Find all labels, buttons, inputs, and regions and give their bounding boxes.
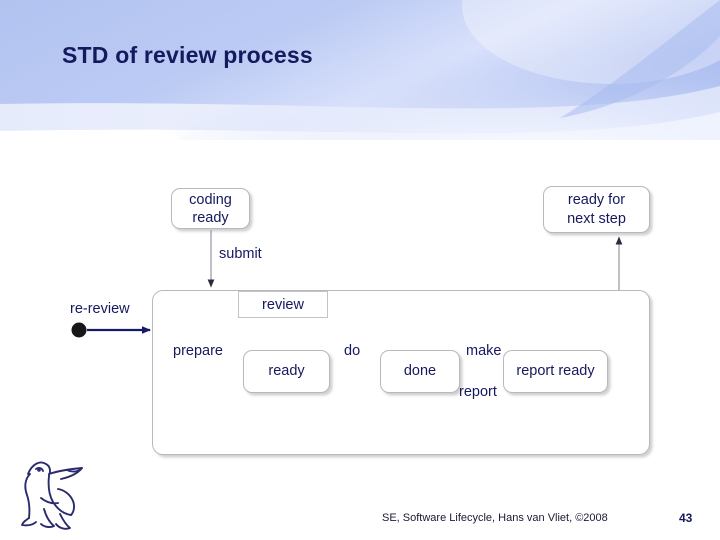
transition-label-make: make xyxy=(466,343,502,359)
state-done-label: done xyxy=(403,363,437,379)
transition-label-do: do xyxy=(344,343,361,359)
state-coding-ready-line1: coding xyxy=(189,191,232,208)
state-done[interactable]: done xyxy=(380,350,460,393)
vu-griffin-logo xyxy=(8,452,100,534)
page-title: STD of review process xyxy=(62,42,313,68)
composite-state-review-label-box: review xyxy=(238,291,328,318)
transition-label-report: report xyxy=(459,384,497,400)
state-report-ready-label: report ready xyxy=(516,363,595,379)
composite-state-review-label: review xyxy=(262,296,304,313)
state-ready-for-next-step[interactable]: ready for next step xyxy=(543,186,650,233)
state-coding-ready-line2: ready xyxy=(192,209,229,226)
state-report-ready[interactable]: report ready xyxy=(503,350,608,393)
footer-credit: SE, Software Lifecycle, Hans van Vliet, … xyxy=(382,512,608,524)
state-ready-label: ready xyxy=(268,363,305,379)
initial-state-outer-dot xyxy=(71,322,87,338)
slide-header-banner xyxy=(0,0,720,140)
page-number: 43 xyxy=(679,511,693,525)
state-coding-ready[interactable]: coding ready xyxy=(171,188,250,229)
state-ready-for-next-step-line2: next step xyxy=(567,210,626,227)
transition-label-prepare: prepare xyxy=(173,343,223,359)
state-ready-for-next-step-line1: ready for xyxy=(567,191,626,208)
state-ready[interactable]: ready xyxy=(243,350,330,393)
transition-label-submit: submit xyxy=(219,246,262,262)
transition-label-re-review: re-review xyxy=(70,301,130,317)
